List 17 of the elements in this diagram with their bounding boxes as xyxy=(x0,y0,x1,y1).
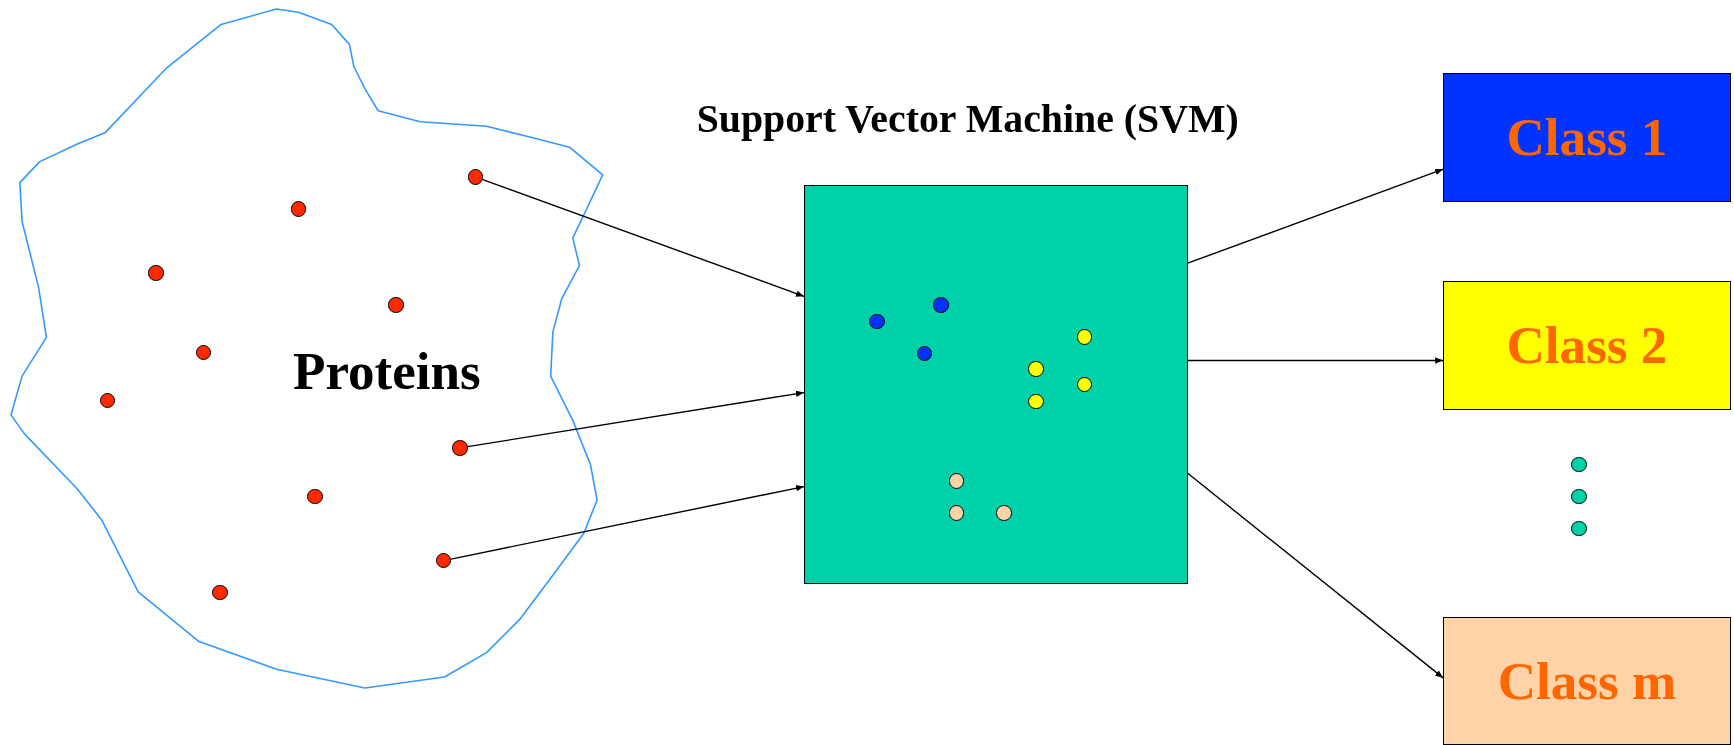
arrow xyxy=(1187,472,1444,679)
cloud-label: Proteins xyxy=(293,345,481,399)
class-box xyxy=(1443,617,1731,745)
class-label: Class m xyxy=(1497,654,1677,708)
box-heading: Support Vector Machine (SVM) xyxy=(696,99,1239,140)
dot-marker xyxy=(467,169,484,185)
class-label: Class 2 xyxy=(1506,319,1668,373)
arrow xyxy=(450,485,805,560)
class-box xyxy=(1443,73,1731,203)
dot-marker xyxy=(435,552,452,569)
arrow xyxy=(1187,168,1444,264)
dot-marker xyxy=(452,440,468,456)
arrow xyxy=(1187,357,1444,364)
arrow xyxy=(467,390,805,448)
class-box xyxy=(1443,280,1731,411)
class-label: Class 1 xyxy=(1506,111,1668,165)
arrow xyxy=(482,178,805,298)
